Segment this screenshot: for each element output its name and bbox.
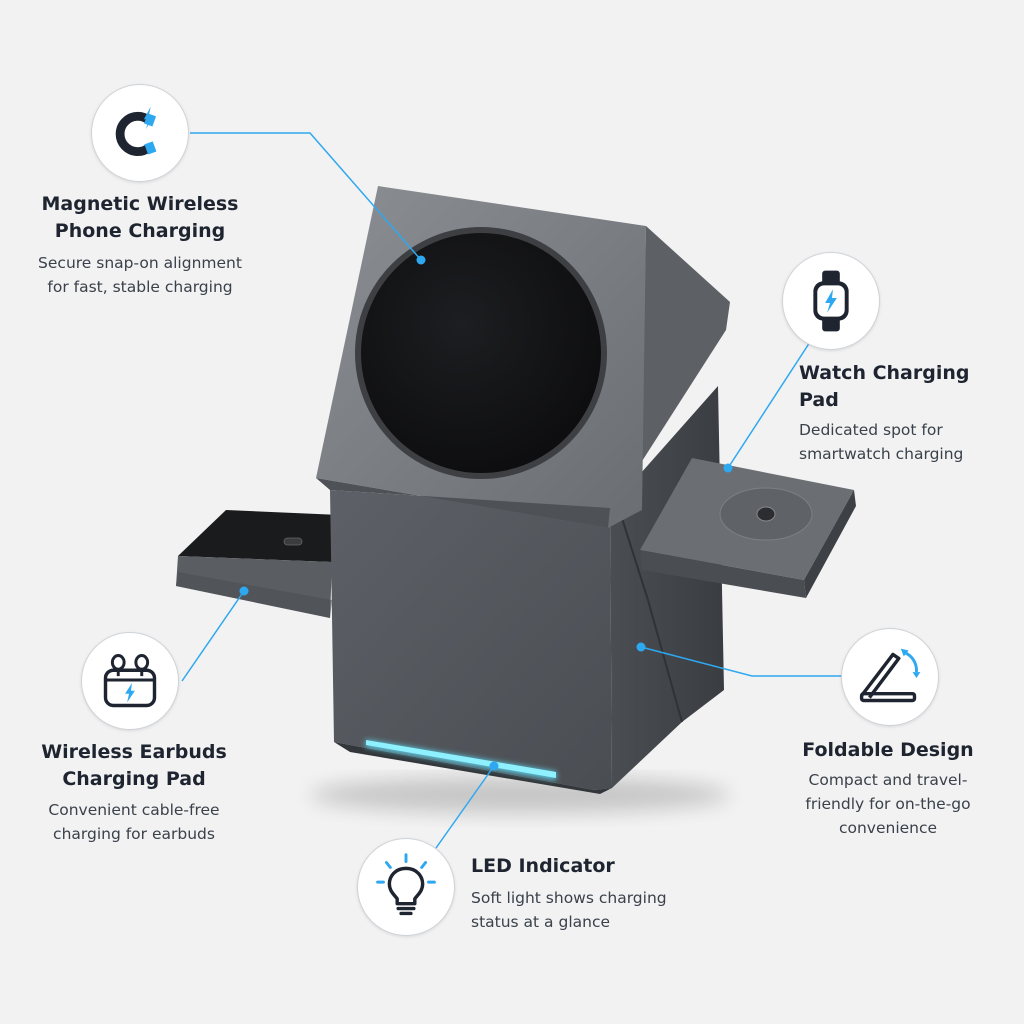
callout-line-earbuds [181, 590, 245, 682]
callout-line-watch [727, 341, 811, 469]
feature-title-line: Watch Charging [799, 362, 970, 384]
feature-desc-line: convenience [838, 819, 938, 837]
feature-title-line: Phone Charging [54, 220, 226, 242]
fold-arrow-icon [859, 648, 921, 703]
feature-desc-line: Secure snap-on alignment [38, 254, 242, 272]
fold-arrow-icon-badge [841, 628, 939, 726]
lightbulb-icon [376, 853, 436, 916]
earbuds-tray [176, 510, 340, 618]
magnet-bolt-icon [115, 106, 157, 156]
device-floor-shadow [310, 777, 730, 813]
magnet-bolt-icon-badge [91, 84, 189, 182]
callout-dot-watch [723, 463, 733, 473]
feature-desc-line: Compact and travel- [808, 771, 968, 789]
earbuds-case-bolt-icon [103, 654, 157, 708]
callout-dot-foldable [636, 642, 646, 652]
feature-desc-line: for fast, stable charging [47, 278, 233, 296]
feature-desc-line: Dedicated spot for [799, 421, 943, 439]
feature-title-line: Wireless Earbuds [41, 741, 227, 763]
feature-title-line: Magnetic Wireless [41, 193, 239, 215]
callout-dot-earbuds [239, 586, 249, 596]
feature-desc-line: status at a glance [471, 913, 611, 931]
lightbulb-icon-badge [357, 838, 455, 936]
callout-line-magnetic [190, 132, 422, 261]
watch-tray [640, 458, 856, 598]
feature-title-line: Charging Pad [62, 768, 206, 790]
device-front-face [330, 490, 612, 790]
feature-title-line: Foldable Design [802, 739, 974, 761]
feature-desc-line: Convenient cable-free [48, 801, 220, 819]
earbuds-case-bolt-icon-badge [81, 632, 179, 730]
feature-desc-line: Soft light shows charging [471, 889, 667, 907]
feature-title-line: Pad [799, 389, 839, 411]
smartwatch-bolt-icon-badge [782, 252, 880, 350]
callout-dot-magnetic [416, 255, 426, 265]
smartwatch-bolt-icon [813, 270, 849, 332]
led-strip [366, 740, 556, 780]
feature-desc-line: charging for earbuds [53, 825, 215, 843]
feature-title-line: LED Indicator [471, 855, 615, 877]
callout-dot-led [489, 761, 499, 771]
callout-line-led [435, 765, 495, 849]
callout-line-foldable [640, 646, 842, 677]
feature-desc-line: friendly for on-the-go [805, 795, 971, 813]
feature-desc-line: smartwatch charging [799, 445, 964, 463]
